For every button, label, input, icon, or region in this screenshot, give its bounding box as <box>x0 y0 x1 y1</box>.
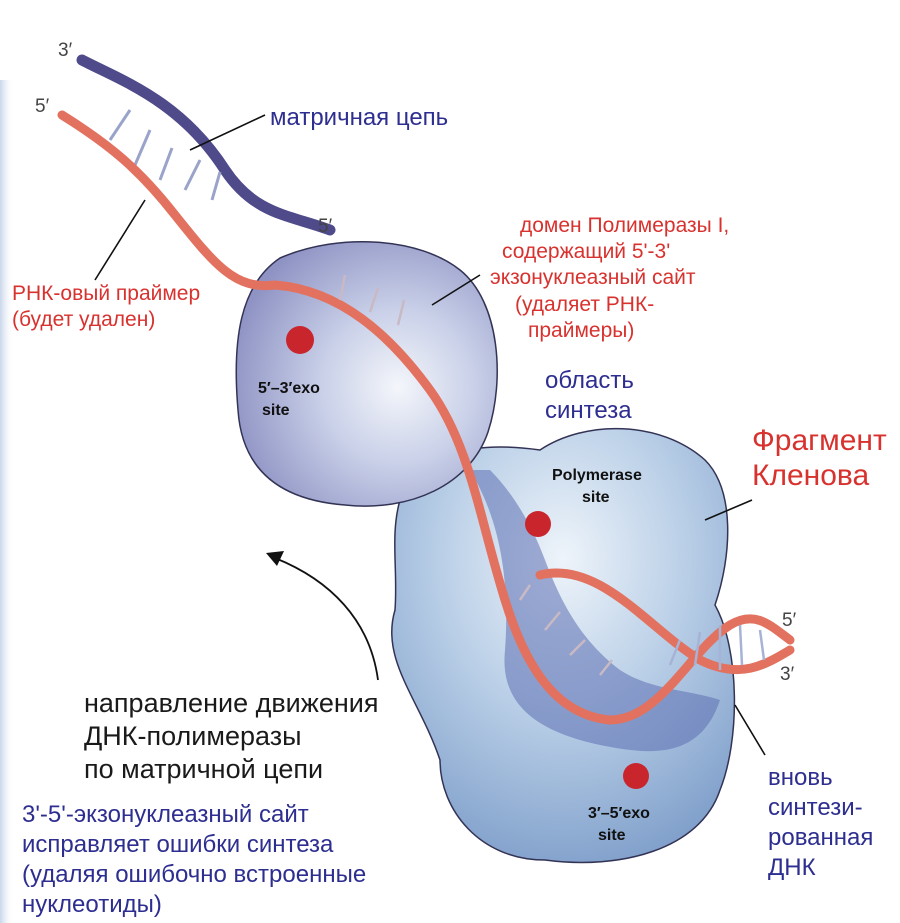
label-polymerase-site-2: site <box>582 489 610 506</box>
label-polymerase-site-1: Polymerase <box>552 467 642 484</box>
label-pol1-domain-2: содержащий 5'-3' <box>502 240 670 263</box>
polymerase-active-site <box>525 511 551 537</box>
end-label-top-5: 5′ <box>35 96 50 117</box>
end-label-right-3: 3′ <box>780 664 795 685</box>
left-margin-shade <box>0 80 14 923</box>
end-label-top-3: 3′ <box>58 40 73 61</box>
label-rna-primer-2: (будет удален) <box>12 308 155 331</box>
label-exo35-site-1: 3′–5′exo <box>588 805 650 822</box>
label-pol1-domain-4: (удаляет РНК- <box>515 293 654 316</box>
exo53-active-site <box>286 326 314 354</box>
end-label-template-5: 5′ <box>318 216 333 237</box>
label-movement-2: ДНК-полимеразы <box>84 721 301 751</box>
label-movement-3: по матричной цепи <box>84 754 323 784</box>
label-proofreading-1: 3'-5'-экзонуклеазный сайт <box>22 801 309 828</box>
label-synthesis-region-2: синтеза <box>545 397 632 424</box>
label-exo53-site-1: 5′–3′exo <box>258 380 320 397</box>
label-new-dna-3: рованная <box>768 824 873 851</box>
leader-new-dna <box>735 705 765 755</box>
label-movement-1: направление движения <box>84 688 378 718</box>
movement-arrow <box>275 558 378 680</box>
label-new-dna-2: синтези- <box>768 794 863 821</box>
upper-helix-base-pairs <box>110 110 220 200</box>
label-exo53-site-2: site <box>262 402 290 419</box>
end-label-right-5: 5′ <box>782 610 797 631</box>
template-strand-upper <box>82 60 330 230</box>
label-pol1-domain-1: домен Полимеразы I, <box>520 214 729 237</box>
label-new-dna-4: ДНК <box>768 854 816 881</box>
label-pol1-domain-3: экзонуклеазный сайт <box>490 266 696 289</box>
label-new-dna-1: вновь <box>768 764 833 791</box>
leader-primer <box>95 200 145 280</box>
exo35-active-site <box>623 763 649 789</box>
label-pol1-domain-5: праймеры) <box>528 319 634 342</box>
label-exo35-site-2: site <box>598 827 626 844</box>
label-rna-primer-1: РНК-овый праймер <box>12 282 200 305</box>
label-klenow-2: Кленова <box>752 459 870 492</box>
label-proofreading-3: (удаляя ошибочно встроенные <box>22 861 366 888</box>
label-proofreading-4: нуклеотиды) <box>22 891 162 918</box>
label-proofreading-2: исправляет ошибки синтеза <box>22 831 334 858</box>
label-klenow-1: Фрагмент <box>752 424 887 457</box>
label-template-strand: матричная цепь <box>270 104 448 131</box>
label-synthesis-region-1: область <box>545 367 634 394</box>
movement-arrowhead <box>266 551 284 566</box>
